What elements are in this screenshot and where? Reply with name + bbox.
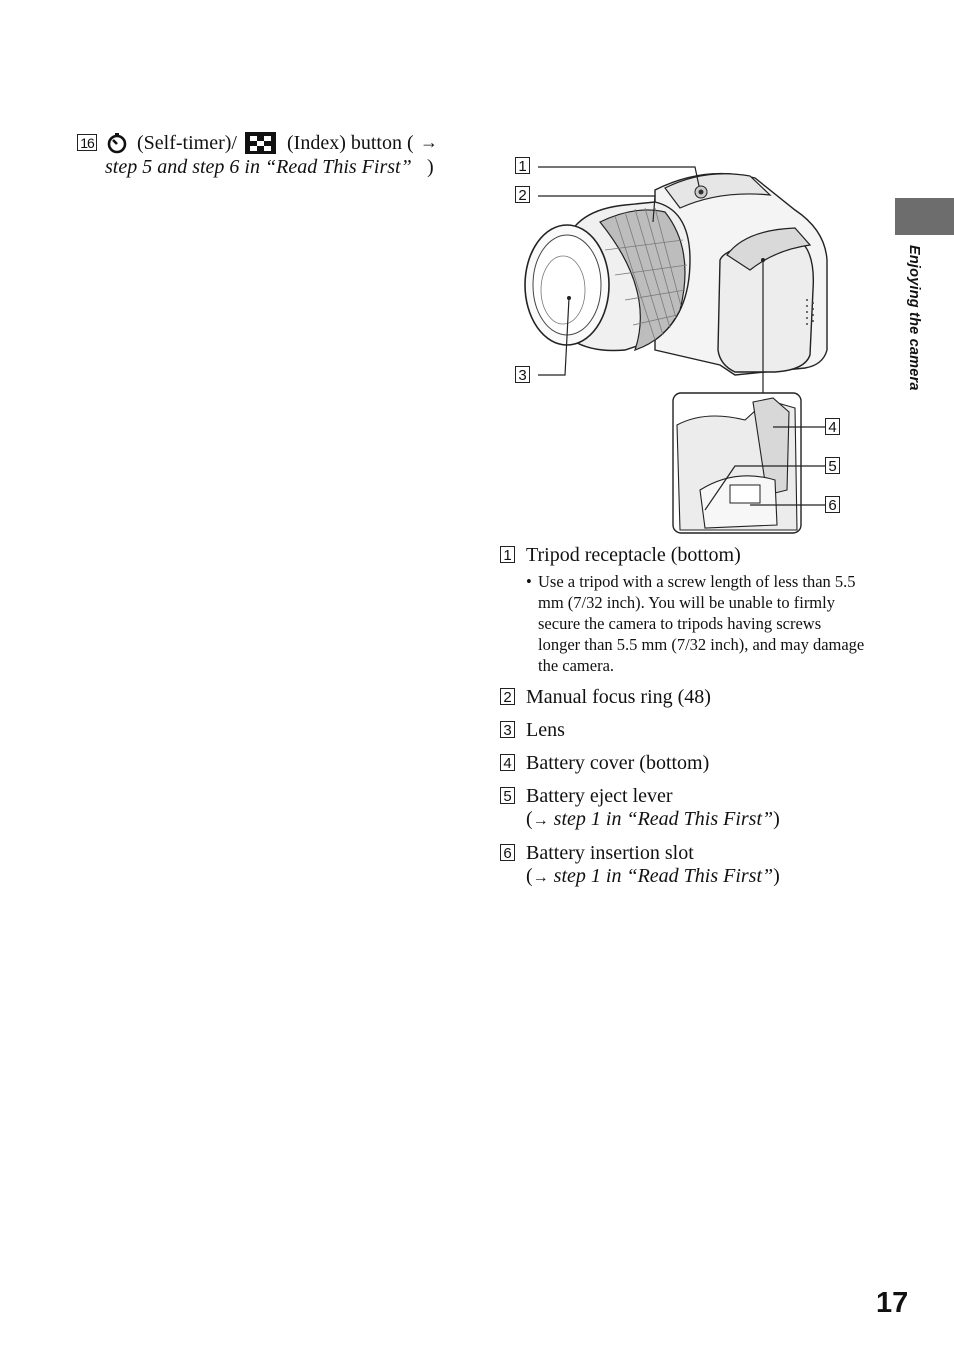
item-reference: (→ step 1 in “Read This First”) — [526, 864, 780, 890]
item-number-badge: 5 — [500, 787, 515, 805]
ref-close-paren: ) — [773, 808, 780, 830]
header-reference-italic: step 5 and step 6 in “Read This First” — [105, 156, 412, 178]
item-number-badge: 2 — [500, 688, 515, 706]
bullet-glyph: • — [526, 572, 532, 591]
arrow-glyph: → — [420, 132, 438, 152]
item-title: Manual focus ring (48) — [526, 686, 711, 708]
index-icon — [245, 132, 276, 160]
item-number-badge: 4 — [500, 754, 515, 772]
item-title: Lens — [526, 719, 565, 741]
index-button-label: (Index) button ( — [287, 132, 414, 154]
self-timer-label: (Self-timer)/ — [137, 132, 237, 154]
tripod-note-text: Use a tripod with a screw length of less… — [538, 572, 865, 675]
page-number: 17 — [876, 1287, 909, 1319]
tripod-note: • Use a tripod with a screw length of le… — [526, 571, 866, 676]
self-timer-icon — [106, 132, 128, 160]
camera-figure: 1 2 3 4 5 6 — [505, 150, 850, 540]
item-title: Battery eject lever — [526, 785, 673, 807]
ref-italic-text: step 1 in “Read This First” — [553, 808, 774, 830]
item-title: Tripod receptacle (bottom) — [526, 544, 741, 566]
arrow-glyph: → — [532, 812, 549, 829]
callout-6: 6 — [825, 496, 840, 514]
camera-illustration — [524, 166, 828, 534]
header-reference-close: ) — [427, 156, 434, 178]
callout-1: 1 — [515, 157, 530, 175]
section-side-label: Enjoying the camera — [906, 245, 922, 391]
ref-close-paren: ) — [773, 865, 780, 887]
arrow-glyph: → — [532, 869, 549, 886]
ref-open-paren: ( — [526, 865, 533, 887]
item-number-badge: 1 — [500, 546, 515, 564]
callout-2: 2 — [515, 186, 530, 204]
callout-4: 4 — [825, 418, 840, 436]
item-number-badge: 3 — [500, 721, 515, 739]
item-reference: (→ step 1 in “Read This First”) — [526, 807, 780, 833]
item-title: Battery insertion slot — [526, 842, 694, 864]
ref-open-paren: ( — [526, 808, 533, 830]
item-title: Battery cover (bottom) — [526, 752, 710, 774]
ref-italic-text: step 1 in “Read This First” — [553, 865, 774, 887]
item-number-badge: 16 — [77, 134, 97, 151]
section-tab-marker — [895, 198, 954, 235]
callout-3: 3 — [515, 366, 530, 384]
callout-5: 5 — [825, 457, 840, 475]
item-number-badge: 6 — [500, 844, 515, 862]
